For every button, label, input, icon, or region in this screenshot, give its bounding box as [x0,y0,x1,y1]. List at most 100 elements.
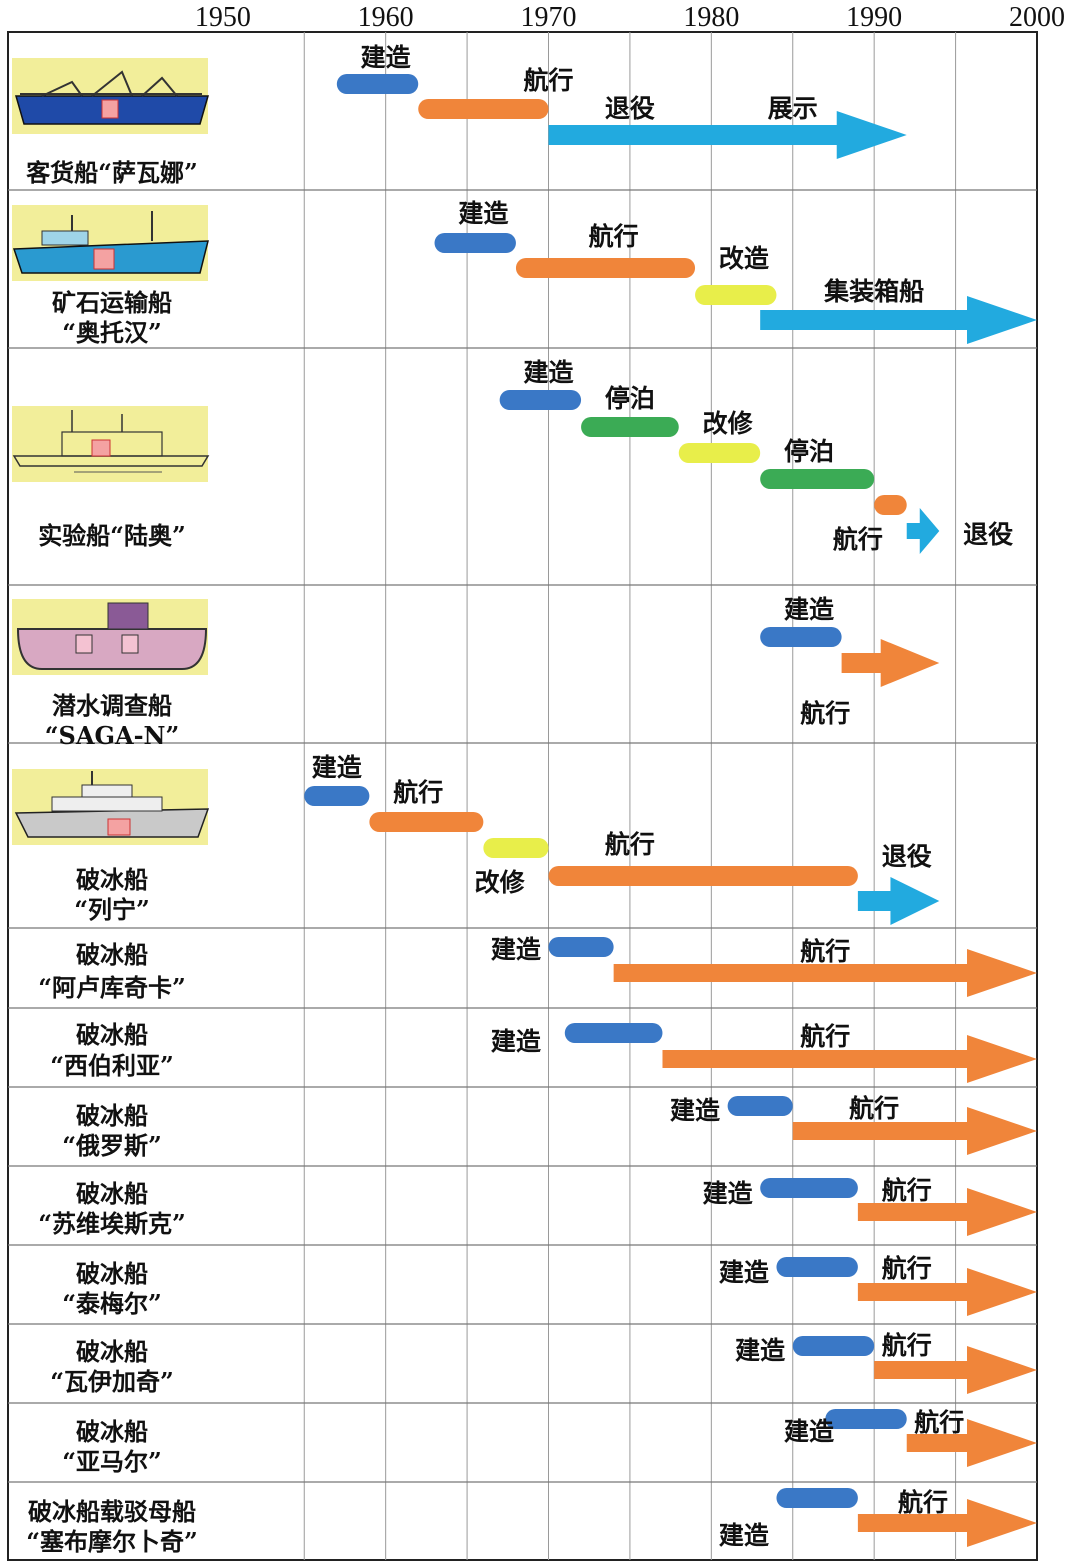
phase-arrow [613,949,1037,997]
ship-row: 破冰船“瓦伊加奇” 建造 航行 [50,1331,1037,1396]
phase-bar [776,1488,858,1508]
x-tick-label: 2000 [1009,2,1065,33]
phase-arrow [906,1419,1037,1467]
ship-name-label: 破冰船 [76,1101,148,1130]
phase-bar [336,74,419,94]
ship-name-label: “亚马尔” [62,1447,162,1476]
phase-bar [678,443,761,463]
phase-label: 建造 [361,43,411,72]
phase-bar [483,838,549,858]
phase-label: 建造 [312,753,362,782]
phase-arrow [874,1346,1037,1394]
ship-name-label: 破冰船 [76,1179,148,1208]
phase-label: 航行 [523,66,573,95]
ship-row: 破冰船“西伯利亚” 建造 航行 [50,1020,1037,1083]
phase-label: 建造 [784,595,834,624]
phase-label: 航行 [849,1094,899,1123]
experiment-ship-icon [12,406,210,482]
phase-label: 航行 [833,525,883,554]
phase-arrow [906,508,940,554]
ship-name-label: 潜水调查船 [52,691,172,720]
submarine-icon [12,599,208,675]
phase-label: 建造 [670,1096,720,1125]
phase-label: 退役 [963,520,1013,549]
phase-label: 建造 [719,1258,769,1287]
ship-row: 破冰船“泰梅尔”建造航行 [62,1254,1037,1318]
phase-label: 航行 [914,1408,964,1437]
phase-label: 航行 [800,699,850,728]
phase-label: 航行 [589,222,639,251]
phase-arrow [857,1499,1037,1547]
phase-label: 航行 [800,1022,850,1051]
phase-bar [760,469,875,489]
ship-name-label: 客货船“萨瓦娜” [26,158,198,187]
ship-name-label: 矿石运输船 [52,288,172,317]
ship-name-label: 破冰船载驳母船 [28,1497,196,1526]
phase-bar [434,233,516,253]
phase-bar [874,495,907,515]
ship-row: 实验船“陆奥”建造停泊改修停泊航行退役 [38,358,1013,554]
ship-name-label: 破冰船 [76,1259,148,1288]
phase-label: 停泊 [784,437,834,466]
ship-row: 破冰船“列宁”建造航行改修航行退役 [74,753,940,925]
phase-label: 航行 [882,1176,932,1205]
phase-bar [760,627,842,647]
phase-label: 退役 [605,94,655,123]
phase-bar [548,866,858,886]
ship-name-label: 破冰船 [76,940,148,969]
phase-label: 建造 [491,935,541,964]
phase-label: 建造 [703,1179,753,1208]
phase-bar [515,258,696,278]
phase-label: 建造 [491,1027,541,1056]
x-tick-label: 1960 [358,2,414,33]
ship-name-label: “奥托汉” [62,318,162,347]
ship-name-label: 破冰船 [76,1020,148,1049]
phase-label: 改造 [719,244,769,273]
phase-label: 集装箱船 [823,277,924,306]
phase-label: 建造 [719,1521,769,1550]
phase-label: 停泊 [605,384,655,413]
phase-arrow [548,111,907,159]
phase-arrow [857,1268,1037,1316]
phase-arrow [760,296,1037,344]
ship-name-label: “西伯利亚” [50,1051,174,1080]
phase-label: 航行 [800,937,850,966]
ship-name-label: “瓦伊加奇” [50,1367,174,1396]
phase-bar [792,1336,875,1356]
x-tick-label: 1950 [195,2,251,33]
phase-bar [760,1178,858,1198]
ship-name-label: “列宁” [74,895,150,924]
phase-label: 建造 [523,358,573,387]
ship-name-label: 破冰船 [76,1337,148,1366]
phase-label: 展示 [768,94,818,123]
phase-bar [499,390,582,410]
phase-label: 退役 [882,842,932,871]
phase-label: 建造 [735,1336,785,1365]
icebreaker-icon [12,769,210,845]
ore-carrier-icon [12,205,209,281]
ship-row: 破冰船“俄罗斯” 建造 航行 [62,1094,1037,1160]
phase-bar [581,417,679,437]
phase-label: 航行 [898,1488,948,1517]
phase-arrow [857,1188,1037,1236]
ship-name-label: 破冰船 [76,865,148,894]
x-tick-label: 1980 [683,2,739,33]
phase-bar [825,1409,907,1429]
ship-name-label: “苏维埃斯克” [38,1209,186,1238]
phase-bar [776,1257,858,1277]
phase-arrow [792,1107,1037,1155]
phase-bar [418,99,549,119]
phase-label: 建造 [458,199,508,228]
phase-label: 航行 [882,1254,932,1283]
ship-name-label: “SAGA-N” [45,721,180,750]
ship-name-label: “俄罗斯” [62,1131,162,1160]
phase-arrow [841,639,940,687]
phase-label: 航行 [882,1331,932,1360]
ship-row: 破冰船“苏维埃斯克” 建造 航行 [38,1176,1037,1238]
x-tick-label: 1970 [521,2,577,33]
phase-bar [369,812,484,832]
ship-row: 破冰船“阿卢库奇卡”建造航行 [38,935,1037,1002]
ship-row: 破冰船“亚马尔”建造航行 [62,1408,1037,1476]
